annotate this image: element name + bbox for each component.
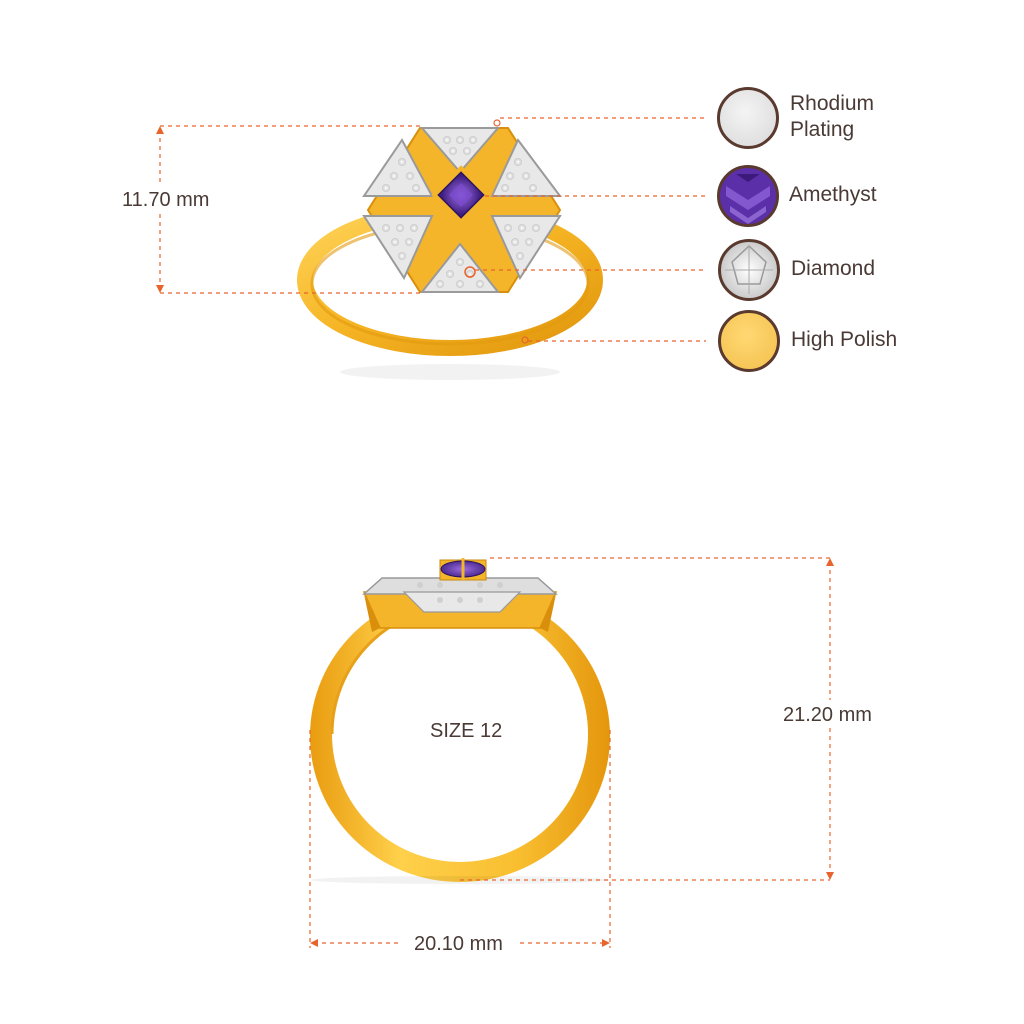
legend-label-high-polish: High Polish: [791, 328, 898, 351]
rhodium-swatch-icon: [717, 87, 779, 149]
rhodium-triangle-top-right: [490, 138, 562, 197]
dimension-height-front-label: 21.20 mm: [783, 704, 872, 726]
rhodium-triangle-bottom-left: [362, 215, 434, 281]
dimension-height-top: [156, 125, 420, 294]
dimension-width-front-label: 20.10 mm: [414, 933, 503, 955]
amethyst-front-stone: [439, 558, 487, 581]
legend-label-rhodium-line1: Rhodium: [790, 92, 875, 115]
legend-label-rhodium: Rhodium Plating: [790, 91, 874, 143]
legend-leader-lines: [475, 117, 706, 342]
top-view-ring: [297, 119, 603, 380]
rhodium-triangle-top: [419, 127, 501, 174]
gold-swatch-icon: [718, 310, 780, 372]
rhodium-triangle-bottom-right: [490, 215, 562, 281]
dimension-height-top-label: 11.70 mm: [122, 189, 210, 211]
front-view-ring: [310, 558, 610, 884]
amethyst-center-stone: [431, 165, 491, 225]
legend-label-diamond: Diamond: [791, 257, 876, 280]
amethyst-swatch-icon: [717, 165, 779, 227]
dimension-height-front: [460, 557, 834, 881]
ring-size-label: SIZE 12: [430, 720, 503, 742]
dimension-width-front: [309, 730, 611, 948]
legend-label-amethyst: Amethyst: [789, 183, 877, 206]
diamond-swatch-icon: [718, 239, 780, 301]
rhodium-triangle-top-left: [362, 138, 434, 197]
legend-label-rhodium-line2: Plating: [790, 118, 855, 141]
rhodium-triangle-bottom: [419, 242, 501, 293]
